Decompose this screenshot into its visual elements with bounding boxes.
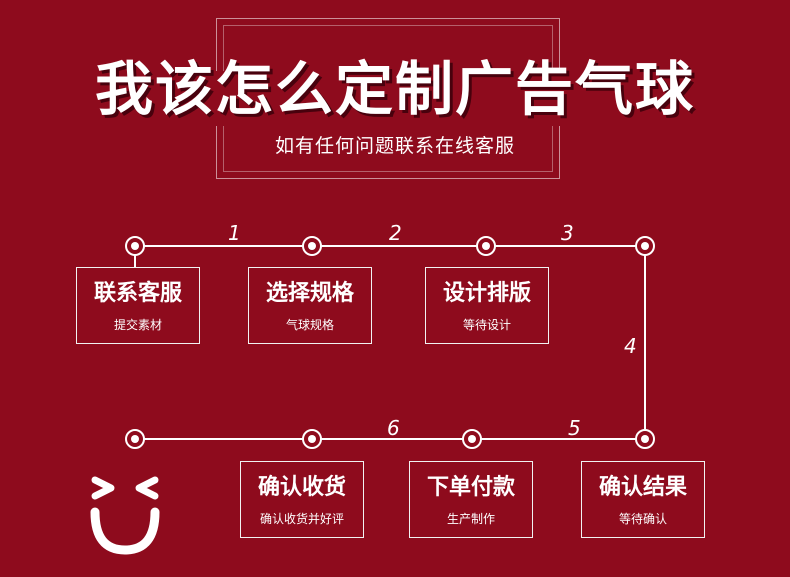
step-desc: 等待设计 xyxy=(462,318,511,332)
step-box-spec: 选择规格 气球规格 xyxy=(248,267,372,344)
step-desc: 气球规格 xyxy=(285,318,334,332)
flow-node xyxy=(125,236,145,256)
step-box-confirm-receipt: 确认收货 确认收货并好评 xyxy=(240,461,364,538)
step-title: 联系客服 xyxy=(93,281,182,306)
flow-node xyxy=(302,429,322,449)
flow-node xyxy=(462,429,482,449)
step-title: 确认收货 xyxy=(257,475,346,500)
step-box-confirm-result: 确认结果 等待确认 xyxy=(581,461,705,538)
step-box-order-pay: 下单付款 生产制作 xyxy=(409,461,533,538)
step-number-6: 6 xyxy=(387,416,400,440)
flow-node xyxy=(125,429,145,449)
step-desc: 提交素材 xyxy=(113,318,162,332)
step-title: 下单付款 xyxy=(426,475,515,500)
step-number-5: 5 xyxy=(568,416,581,440)
step-title: 选择规格 xyxy=(265,281,354,306)
flow-node xyxy=(302,236,322,256)
header-frame-top xyxy=(216,18,560,71)
header-frame-bottom xyxy=(216,126,560,179)
step-title: 确认结果 xyxy=(598,475,687,500)
step-number-2: 2 xyxy=(389,221,402,245)
flow-line-bottom xyxy=(134,438,646,440)
step-box-contact: 联系客服 提交素材 xyxy=(76,267,200,344)
flow-node xyxy=(635,236,655,256)
flow-line-right xyxy=(644,246,646,439)
step-title: 设计排版 xyxy=(442,281,531,306)
smiley-icon xyxy=(90,476,160,555)
flow-node xyxy=(635,429,655,449)
header-frame-top-inner xyxy=(223,25,553,71)
step-number-1: 1 xyxy=(228,221,241,245)
flow-line-left-stub xyxy=(134,246,136,268)
header-frame-bottom-inner xyxy=(223,126,553,172)
step-desc: 生产制作 xyxy=(446,512,495,526)
step-desc: 等待确认 xyxy=(618,512,667,526)
step-number-4: 4 xyxy=(624,334,637,358)
flow-node xyxy=(476,236,496,256)
step-box-design: 设计排版 等待设计 xyxy=(425,267,549,344)
page-title: 我该怎么定制广告气球 xyxy=(94,55,695,123)
step-desc: 确认收货并好评 xyxy=(259,512,344,526)
step-number-3: 3 xyxy=(561,221,574,245)
flow-line-top xyxy=(134,245,646,247)
page-subtitle: 如有任何问题联系在线客服 xyxy=(274,135,515,157)
